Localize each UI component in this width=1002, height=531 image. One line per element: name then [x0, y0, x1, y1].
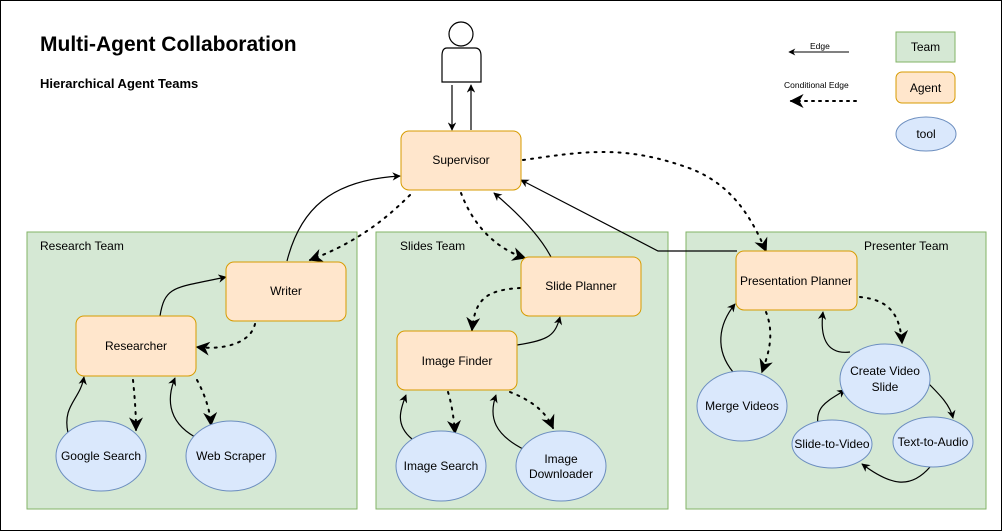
tool-label: Google Search [61, 449, 141, 463]
cond-edge-presentationplanner-to-createvideoslide [859, 296, 909, 345]
legend-tool-label: tool [916, 127, 935, 141]
conditional-edges [128, 151, 909, 435]
cond-edge-presentationplanner-to-mergevideos [759, 311, 773, 374]
tool-text-to-audio[interactable]: Text-to-Audio [892, 416, 974, 468]
edge-slidetovideo-to-createvideoslide [817, 389, 846, 426]
agent-label-line1: Create Video [850, 364, 920, 378]
legend-agent-label: Agent [910, 81, 942, 95]
legend-conditional-edge-label: Conditional Edge [784, 80, 849, 90]
agent-label: Slide Planner [545, 279, 616, 293]
agent-writer[interactable]: Writer [225, 261, 347, 322]
agent-researcher[interactable]: Researcher [75, 315, 197, 377]
cond-edge-supervisor-to-writer [308, 194, 411, 263]
cond-edge-writer-to-researcher [195, 323, 256, 356]
edge-imagefinder-to-slideplanner [516, 316, 563, 346]
solid-edges [66, 84, 956, 483]
legend-tool-swatch [895, 116, 957, 152]
edge-imagedownloader-to-imagefinder [489, 394, 526, 451]
edge-imagesearch-to-imagefinder [399, 394, 413, 440]
edge-mergevideos-to-presentationplanner [720, 303, 736, 373]
cond-edge-slideplanner-to-imagefinder [466, 287, 521, 332]
tool-label-line2: Downloader [529, 467, 593, 481]
tool-label: Slide-to-Video [794, 437, 869, 451]
edge-texttoaudio-to-slidetovideo [861, 463, 931, 483]
agent-label: Writer [270, 284, 302, 298]
agent-label: Presentation Planner [740, 274, 852, 288]
team-label-research: Research Team [40, 239, 124, 253]
edge-writer-to-supervisor [286, 172, 401, 262]
agent-image-finder[interactable]: Image Finder [396, 330, 518, 391]
tool-label: Merge Videos [705, 399, 779, 413]
edge-scraper-to-researcher [168, 377, 196, 438]
legend-team-label: Team [911, 40, 940, 54]
agent-label: Researcher [105, 339, 167, 353]
agent-slide-planner[interactable]: Slide Planner [520, 256, 642, 317]
agent-presentation-planner[interactable]: Presentation Planner [735, 250, 858, 311]
tool-google-search[interactable]: Google Search [55, 420, 147, 492]
cond-edge-supervisor-to-presentationplanner [522, 151, 768, 253]
tool-image-downloader[interactable]: Image Downloader [515, 430, 607, 502]
edge-researcher-to-writer [159, 274, 227, 317]
tool-label: Web Scraper [196, 449, 266, 463]
agent-label: Image Finder [422, 354, 493, 368]
tool-label-line1: Image [544, 452, 578, 466]
page-subtitle: Hierarchical Agent Teams [40, 76, 198, 91]
team-label-presenter: Presenter Team [864, 239, 949, 253]
tool-slide-to-video[interactable]: Slide-to-Video [791, 419, 873, 469]
page-title: Multi-Agent Collaboration [40, 33, 297, 56]
legend-agent-swatch [895, 71, 956, 104]
edge-presentationplanner-to-supervisor [520, 179, 737, 252]
legend-team-swatch [895, 31, 956, 63]
cond-edge-researcher-to-googlesearch [128, 379, 143, 432]
tool-image-search[interactable]: Image Search [395, 430, 487, 502]
tool-label: Text-to-Audio [898, 435, 969, 449]
agent-label-line2: Slide [872, 380, 899, 394]
edge-slideplanner-to-supervisor [493, 192, 552, 258]
edge-createvideoslide-to-presentationplanner [817, 311, 851, 353]
cond-edge-researcher-to-webscraper [196, 379, 218, 427]
tool-web-scraper[interactable]: Web Scraper [185, 420, 277, 492]
tool-merge-videos[interactable]: Merge Videos [696, 370, 788, 442]
legend-edge-label: Edge [810, 41, 830, 51]
agent-supervisor[interactable]: Supervisor [400, 130, 522, 191]
tool-label: Image Search [404, 459, 479, 473]
edge-google-to-researcher [66, 376, 87, 434]
edge-createvideoslide-to-texttoaudio [927, 382, 956, 419]
team-label-slides: Slides Team [400, 239, 465, 253]
user-icon [441, 21, 482, 83]
agent-create-video-slide[interactable]: Create Video Slide [839, 343, 931, 415]
agent-label: Supervisor [432, 153, 489, 167]
